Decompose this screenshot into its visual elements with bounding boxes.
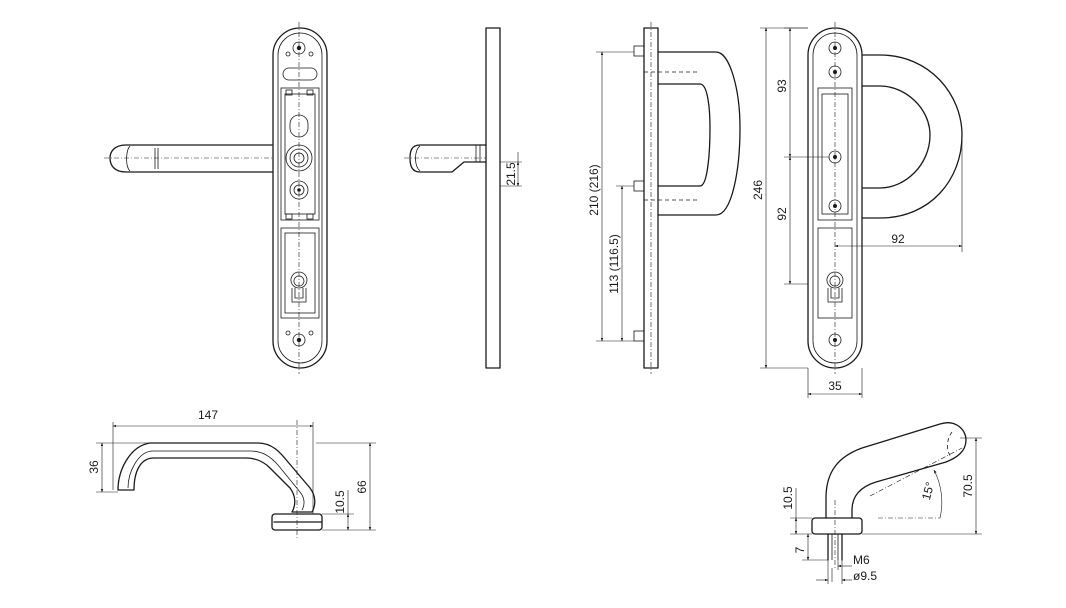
dim-7: 7 <box>793 546 807 553</box>
dim-35: 35 <box>828 379 842 393</box>
dim-93: 93 <box>775 79 789 93</box>
dim-diameter-9-5: ø9.5 <box>853 569 877 583</box>
dim-36: 36 <box>87 460 101 474</box>
top-view-lever: 147 36 66 10.5 <box>87 408 376 540</box>
dim-113: 113 (116.5) <box>607 234 621 294</box>
angled-lever-view: 15° 70.5 10.5 7 M6 ø9.5 <box>781 422 982 584</box>
dim-246: 246 <box>751 180 765 200</box>
dim-15-degrees: 15° <box>919 480 937 501</box>
dim-92-horizontal: 92 <box>891 232 905 246</box>
dim-210: 210 (216) <box>587 164 601 215</box>
side-view-pull-handle: 210 (216) 113 (116.5) <box>587 22 741 374</box>
front-view-pull-handle: 246 93 92 92 35 <box>751 22 963 398</box>
dim-92-vertical: 92 <box>775 207 789 221</box>
lever-shaft <box>104 144 273 173</box>
escutcheon-plate <box>272 22 328 374</box>
dim-10-5-angled: 10.5 <box>781 486 795 510</box>
dim-66: 66 <box>355 480 369 494</box>
side-view-lever: 21.5 <box>404 27 522 369</box>
dim-m6: M6 <box>853 553 870 567</box>
dim-21-5: 21.5 <box>504 162 518 186</box>
dim-70-5: 70.5 <box>961 474 975 498</box>
front-view-lever <box>104 22 328 374</box>
dim-10-5-top: 10.5 <box>333 490 347 514</box>
dim-147: 147 <box>198 408 218 422</box>
